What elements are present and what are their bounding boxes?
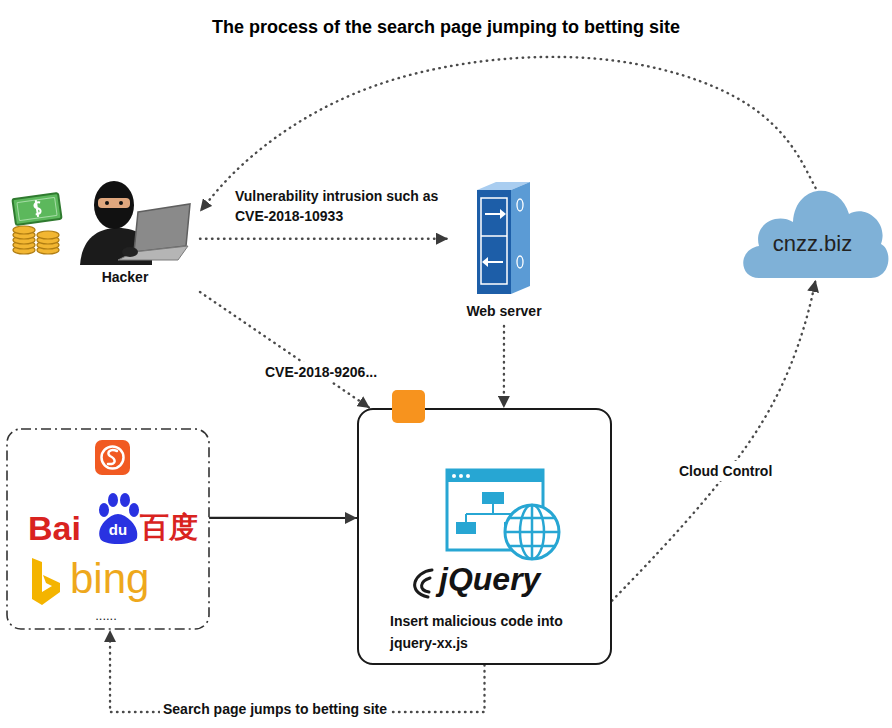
text-slot: ...... [76, 606, 136, 624]
money-icon [12, 193, 61, 254]
text-slot: du [100, 521, 136, 539]
solid-arrow [210, 517, 357, 519]
label-slot: Cloud Control [676, 461, 796, 481]
text-slot: Bai [28, 508, 98, 549]
label-slot: CVE-2018-9206... [262, 362, 412, 382]
dotted-arrow [200, 237, 448, 239]
node-text: ...... [95, 608, 117, 624]
node-label: jQuery [439, 560, 540, 598]
search-engine-group: Bai du 百度 bing...... [6, 428, 210, 630]
label-slot: Search page jumps to betting site [160, 699, 440, 719]
node-text: 百度 [140, 510, 198, 545]
title-slot: The process of the search page jumping t… [0, 17, 892, 38]
text-slot: Web server [448, 302, 560, 320]
node-text: Insert malicious code into jquery-xx.js [390, 610, 602, 654]
text-slot: bing [70, 554, 174, 604]
cloud-node: cnzz.biz [735, 188, 890, 280]
sogou-logo [95, 440, 130, 475]
jquery-swirl [415, 570, 432, 597]
hacker-node: Hacker [70, 168, 200, 292]
text-slot: Hacker [70, 268, 180, 286]
script-file-box: jQueryInsert malicious code into jquery-… [357, 408, 612, 665]
diagram-title: The process of the search page jumping t… [0, 17, 892, 38]
server-icon [477, 182, 530, 294]
orange-tag [392, 390, 425, 423]
edge-label: Vulnerability intrusion such as CVE-2018… [232, 186, 460, 226]
web-server-node: Web server [448, 178, 560, 326]
text-slot: Insert malicious code into jquery-xx.js [390, 610, 602, 654]
dotted-arrow [612, 280, 816, 601]
label-slot: Vulnerability intrusion such as CVE-2018… [232, 186, 460, 226]
bing-logo [32, 558, 60, 605]
dotted-arrow [200, 292, 370, 408]
webpage-icon [447, 470, 559, 559]
node-label: cnzz.biz [773, 231, 852, 257]
baidu-paw [99, 493, 139, 544]
text-slot: 百度 [140, 510, 206, 545]
node-text: du [109, 521, 127, 539]
text-slot: jQuery [439, 560, 599, 598]
edge-label: Cloud Control [676, 461, 775, 481]
node-label: Web server [466, 303, 541, 320]
node-label: Bai [28, 508, 81, 549]
dotted-arrow [503, 326, 506, 408]
node-text: bing [70, 554, 149, 604]
edge-label: Search page jumps to betting site [160, 699, 390, 719]
hacker-figure [80, 181, 190, 265]
edge-label: CVE-2018-9206... [262, 362, 380, 382]
text-slot: cnzz.biz [735, 231, 890, 257]
node-label: Hacker [102, 269, 149, 286]
